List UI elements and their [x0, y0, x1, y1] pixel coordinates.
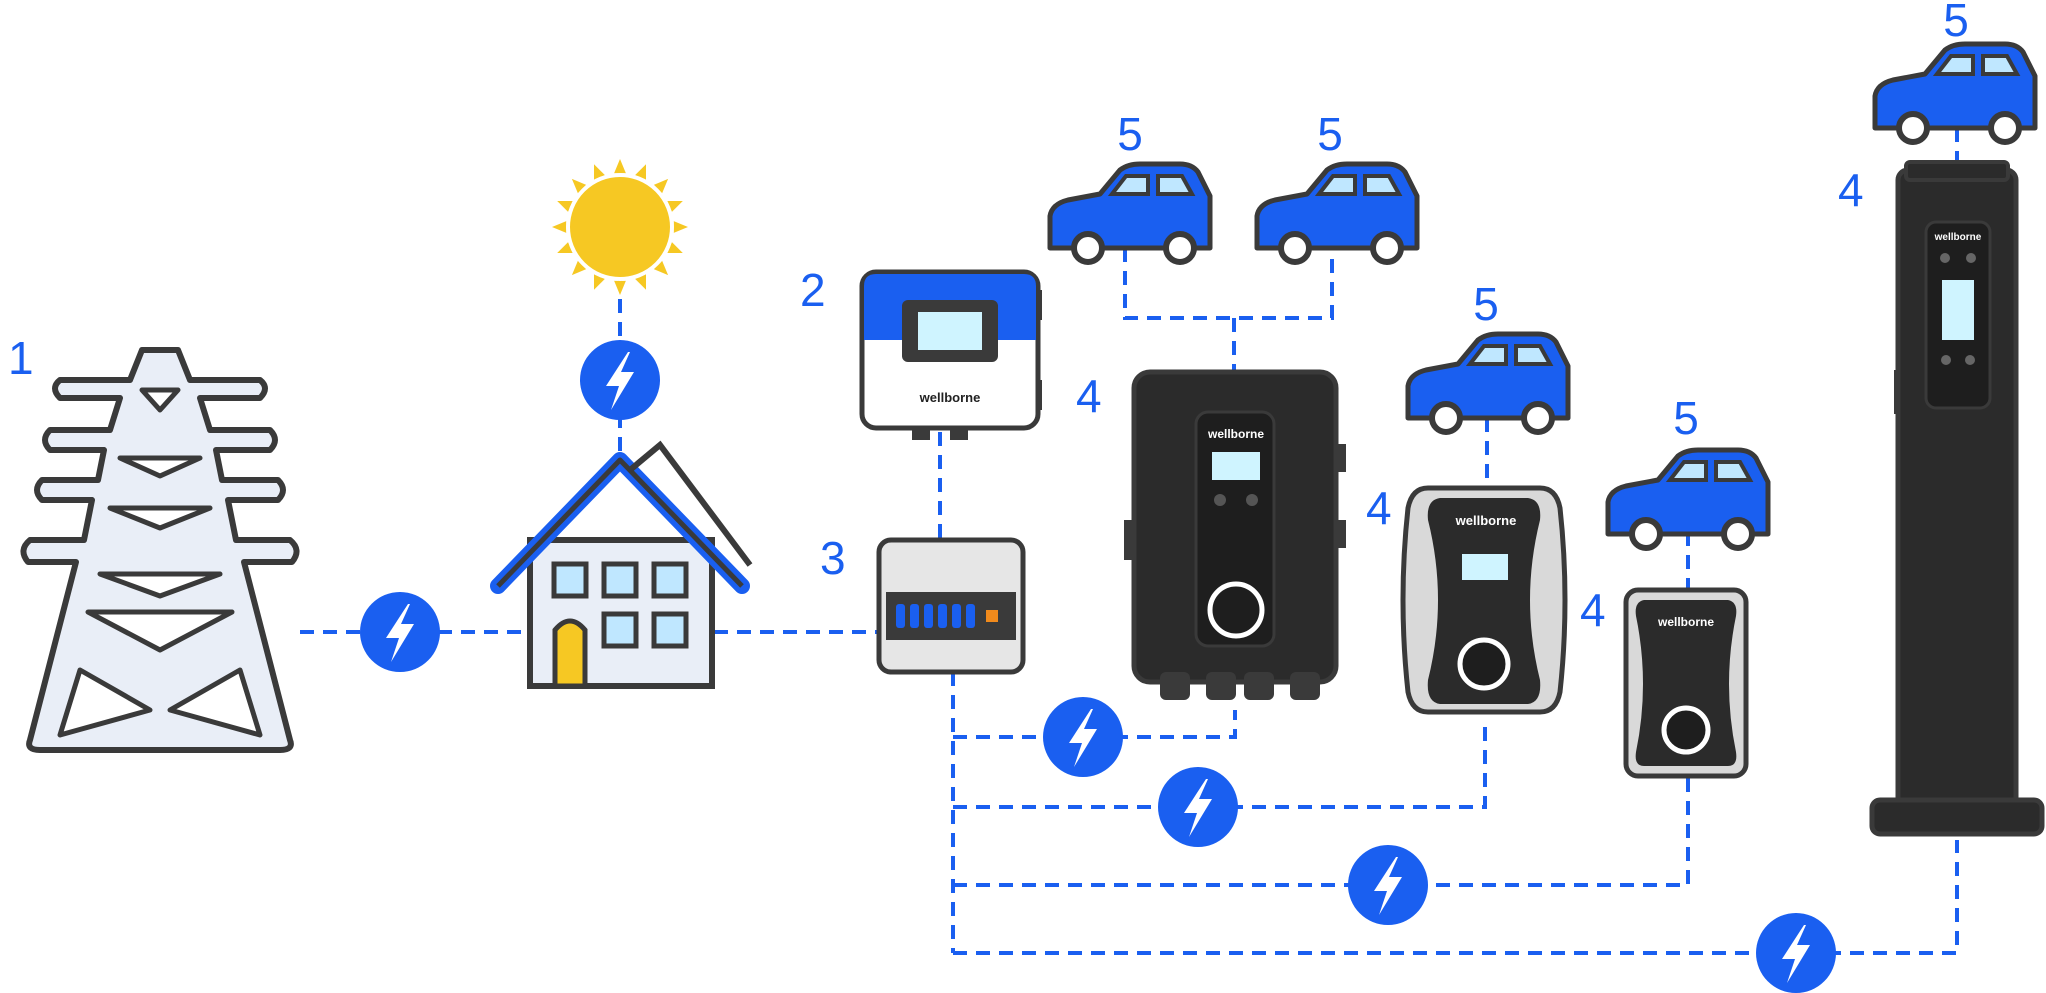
car-icon	[1875, 44, 2035, 142]
charger-wallbox-large: wellborne 4	[1076, 369, 1346, 700]
charger-large-brand: wellborne	[1207, 427, 1264, 441]
wire-cars-top	[1123, 248, 1334, 320]
car-icon	[1050, 164, 1210, 262]
bolt-charger-large-icon	[1043, 697, 1123, 777]
label-inverter: 2	[800, 264, 826, 316]
bolt-sun-house-icon	[580, 340, 660, 420]
label-distribution-board: 3	[820, 532, 846, 584]
sun-ray	[594, 164, 605, 180]
power-tower-icon: 1	[8, 332, 300, 753]
distribution-board-icon: 3	[820, 532, 1026, 675]
inverter-brand: wellborne	[919, 390, 981, 405]
solar-house-icon	[490, 440, 753, 689]
label-car-medium: 5	[1473, 278, 1499, 330]
charger-medium-brand: wellborne	[1455, 513, 1517, 528]
bolt-grid-house-icon	[360, 592, 440, 672]
sun-ray	[571, 260, 587, 276]
car-icon	[1408, 334, 1568, 432]
car-large-right: 5	[1257, 108, 1417, 262]
car-icon	[1608, 450, 1768, 548]
sun-ray	[673, 221, 688, 233]
sun-ray	[635, 274, 646, 290]
sun-ray	[653, 260, 669, 276]
sun-icon	[552, 159, 688, 295]
sun-ray	[594, 274, 605, 290]
charger-pedestal-brand: wellborne	[1934, 232, 1982, 243]
wire-charger-pedestal	[953, 840, 1959, 955]
inverter-icon: wellborne 2	[800, 264, 1042, 440]
sun-ray	[635, 164, 646, 180]
charger-wallbox-medium: wellborne 4	[1366, 482, 1568, 715]
sun-ray	[557, 242, 573, 253]
bolt-charger-pedestal-icon	[1756, 913, 1836, 993]
label-car-pedestal: 5	[1943, 0, 1969, 46]
bolt-charger-small-icon	[1348, 845, 1428, 925]
sun-ray	[667, 242, 683, 253]
sun-ray	[557, 201, 573, 212]
sun-ray	[614, 159, 626, 174]
car-pedestal: 5	[1875, 0, 2035, 142]
car-large-left: 5	[1050, 108, 1210, 262]
label-grid: 1	[8, 332, 34, 384]
label-charger-pedestal: 4	[1838, 164, 1864, 216]
car-medium: 5	[1408, 278, 1568, 432]
label-charger-small: 4	[1580, 584, 1606, 636]
car-icon	[1257, 164, 1417, 262]
label-car-small: 5	[1673, 392, 1699, 444]
wire-charger-small	[953, 776, 1690, 887]
label-charger-medium: 4	[1366, 482, 1392, 534]
sun-ray	[667, 201, 683, 212]
sun-ray	[653, 178, 669, 194]
car-small: 5	[1608, 392, 1768, 548]
sun-ray	[571, 178, 587, 194]
charger-wallbox-small: wellborne 4	[1580, 584, 1749, 779]
wire-charger-medium	[953, 722, 1487, 809]
label-car-large-left: 5	[1117, 108, 1143, 160]
label-charger-large: 4	[1076, 370, 1102, 422]
sun-ray	[552, 221, 567, 233]
label-car-large-right: 5	[1317, 108, 1343, 160]
charger-small-brand: wellborne	[1657, 615, 1714, 629]
bolt-charger-medium-icon	[1158, 767, 1238, 847]
sun-ray	[614, 280, 626, 295]
charger-pedestal: wellborne 4	[1838, 160, 2045, 837]
